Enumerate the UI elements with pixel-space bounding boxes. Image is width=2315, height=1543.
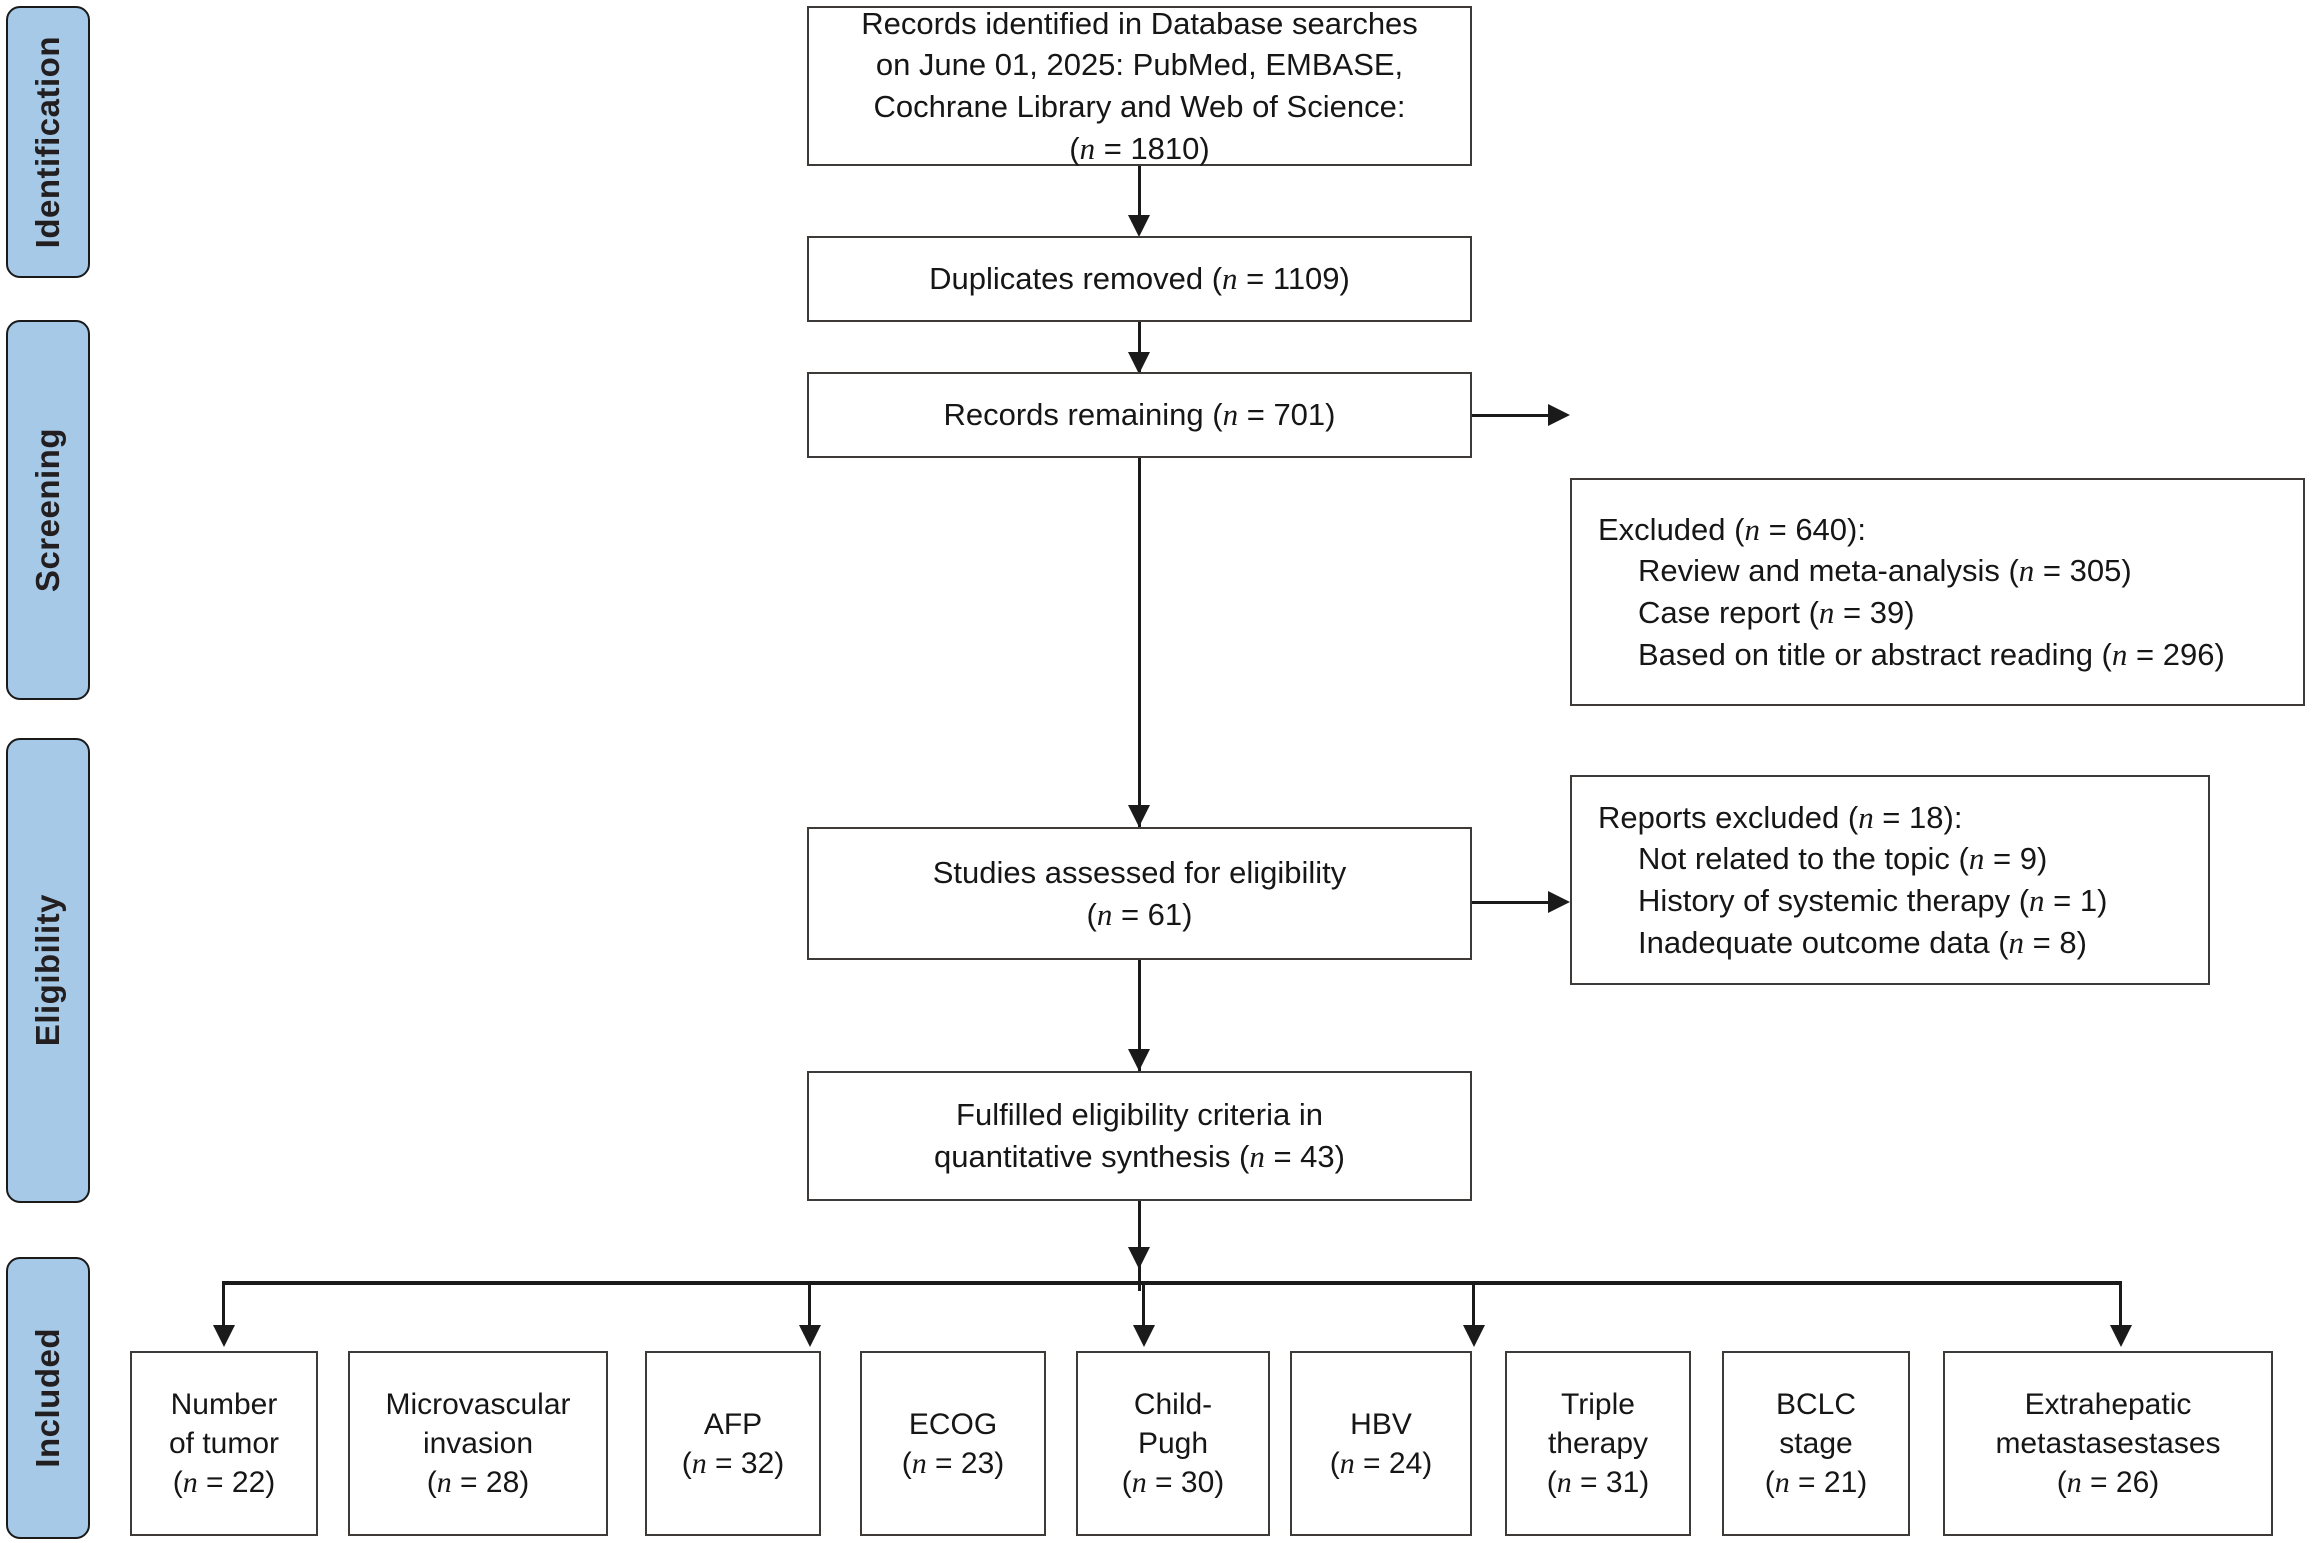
studies-assessed-line-1: Studies assessed for eligibility (932, 854, 1347, 890)
microvascular-invasion-line-2: invasion (422, 1427, 534, 1460)
ecog-line-1: ECOG (908, 1407, 998, 1441)
branch-drop-4 (1472, 1281, 1475, 1343)
afp-line-1: AFP (703, 1407, 763, 1441)
studies-assessed-count: (n = 61) (1086, 896, 1193, 932)
stage-identification: Identification (6, 6, 90, 278)
box-triple-therapy: Triple therapy (n = 31) (1505, 1351, 1691, 1536)
triple-therapy-count: (n = 31) (1546, 1466, 1650, 1499)
connector-4-vertical (1138, 960, 1141, 1072)
microvascular-invasion-count: (n = 28) (426, 1466, 530, 1499)
hbv-count: (n = 24) (1329, 1446, 1433, 1480)
branch-arrow-3 (1133, 1325, 1155, 1347)
records-identified-line-2: on June 01, 2025: PubMed, EMBASE, (875, 47, 1404, 83)
records-identified-count: (n = 1810) (1069, 130, 1210, 166)
stage-included: Included (6, 1257, 90, 1539)
child-pugh-count: (n = 30) (1121, 1466, 1225, 1499)
connector-branch-vertical (1138, 1201, 1141, 1291)
branch-arrow-4 (1463, 1325, 1485, 1347)
stage-label-screening: Screening (29, 427, 66, 593)
eligibility-excluded-reason-1: Not related to the topic (n = 9) (1638, 841, 2048, 877)
box-extrahepatic-metastases: Extrahepatic metastasestases (n = 26) (1943, 1351, 2273, 1536)
eligibility-excluded-reason-2: History of systemic therapy (n = 1) (1638, 883, 2108, 918)
box-bclc-stage: BCLC stage (n = 21) (1722, 1351, 1910, 1536)
connector-2-arrow (1128, 352, 1150, 374)
number-of-tumor-line-2: of tumor (168, 1427, 280, 1460)
bclc-stage-line-1: BCLC (1775, 1388, 1857, 1421)
box-ecog: ECOG (n = 23) (860, 1351, 1046, 1536)
box-number-of-tumor: Number of tumor (n = 22) (130, 1351, 318, 1536)
box-child-pugh: Child- Pugh (n = 30) (1076, 1351, 1270, 1536)
stage-screening: Screening (6, 320, 90, 700)
connector-excl2-arrow (1548, 891, 1570, 913)
box-records-remaining: Records remaining (n = 701) (807, 372, 1472, 458)
connector-4-arrow (1128, 1049, 1150, 1071)
stage-label-identification: Identification (29, 35, 66, 249)
records-identified-line-3: Cochrane Library and Web of Science: (873, 89, 1406, 124)
triple-therapy-line-1: Triple (1561, 1388, 1635, 1421)
bclc-stage-line-2: stage (1779, 1427, 1853, 1460)
stage-label-included: Included (29, 1328, 66, 1468)
box-studies-assessed: Studies assessed for eligibility (n = 61… (807, 827, 1472, 960)
records-remaining-text: Records remaining (n = 701) (943, 397, 1336, 433)
connector-branch-arrow (1128, 1247, 1150, 1269)
screening-excluded-header: Excluded (n = 640): (1598, 511, 1866, 547)
number-of-tumor-count: (n = 22) (172, 1466, 276, 1499)
branch-drop-2 (808, 1281, 811, 1343)
fulfilled-eligibility-line-2: quantitative synthesis (n = 43) (934, 1139, 1345, 1174)
eligibility-excluded-header: Reports excluded (n = 18): (1598, 799, 1963, 835)
branch-drop-1 (222, 1281, 225, 1343)
branch-arrow-2 (799, 1325, 821, 1347)
hbv-line-1: HBV (1350, 1407, 1412, 1441)
connector-excl2-horizontal (1472, 901, 1550, 904)
number-of-tumor-line-1: Number (170, 1388, 278, 1421)
eligibility-excluded-reason-3: Inadequate outcome data (n = 8) (1638, 924, 2087, 960)
box-fulfilled-eligibility: Fulfilled eligibility criteria in quanti… (807, 1071, 1472, 1201)
fulfilled-eligibility-line-1: Fulfilled eligibility criteria in (956, 1097, 1323, 1133)
box-microvascular-invasion: Microvascular invasion (n = 28) (348, 1351, 608, 1536)
connector-1-arrow (1128, 215, 1150, 237)
afp-count: (n = 32) (681, 1446, 785, 1480)
child-pugh-line-1: Child- (1133, 1388, 1213, 1421)
stage-eligibility: Eligibility (6, 738, 90, 1203)
connector-1-vertical (1138, 166, 1141, 224)
branch-drop-3 (1142, 1281, 1145, 1343)
extrahepatic-metastases-count: (n = 26) (2056, 1466, 2160, 1499)
duplicates-removed-text: Duplicates removed (n = 1109) (929, 261, 1350, 297)
screening-excluded-reason-3: Based on title or abstract reading (n = … (1638, 636, 2225, 672)
connector-excl1-horizontal (1472, 414, 1550, 417)
box-duplicates-removed: Duplicates removed (n = 1109) (807, 236, 1472, 322)
branch-arrow-5 (2110, 1325, 2132, 1347)
extrahepatic-metastases-line-2: metastasestases (1995, 1427, 2221, 1460)
screening-excluded-reason-1: Review and meta-analysis (n = 305) (1638, 553, 2132, 589)
box-screening-excluded-panel: Excluded (n = 640): Review and meta-anal… (1570, 478, 2305, 706)
ecog-count: (n = 23) (901, 1446, 1005, 1480)
extrahepatic-metastases-line-1: Extrahepatic (2024, 1388, 2192, 1421)
connector-3-vertical (1138, 458, 1141, 828)
branch-drop-5 (2119, 1281, 2122, 1343)
box-eligibility-excluded-panel: Reports excluded (n = 18): Not related t… (1570, 775, 2210, 985)
microvascular-invasion-line-1: Microvascular (385, 1388, 571, 1421)
triple-therapy-line-2: therapy (1547, 1427, 1649, 1460)
box-records-identified: Records identified in Database searches … (807, 6, 1472, 166)
records-identified-line-1: Records identified in Database searches (861, 5, 1418, 41)
connector-excl1-arrow (1548, 404, 1570, 426)
screening-excluded-reason-2: Case report (n = 39) (1638, 595, 1915, 630)
stage-label-eligibility: Eligibility (29, 894, 66, 1047)
bclc-stage-count: (n = 21) (1764, 1466, 1868, 1499)
branch-arrow-1 (213, 1325, 235, 1347)
box-afp: AFP (n = 32) (645, 1351, 821, 1536)
connector-3-arrow (1128, 805, 1150, 827)
child-pugh-line-2: Pugh (1137, 1427, 1209, 1460)
box-hbv: HBV (n = 24) (1290, 1351, 1472, 1536)
connector-branch-trunk (222, 1281, 2122, 1285)
